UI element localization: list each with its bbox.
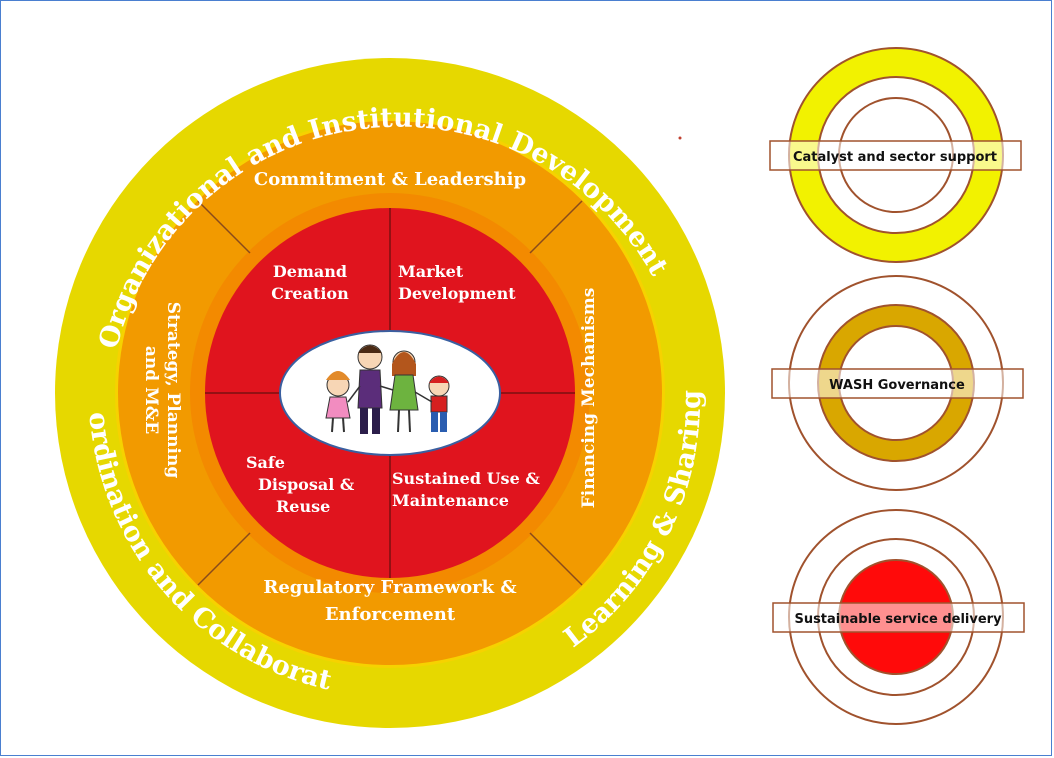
middle-ring-dividers [197, 200, 583, 586]
legend-service-delivery: Sustainable service delivery [772, 509, 1025, 725]
market-development-label-2: Development [398, 284, 516, 303]
legend-catalyst: Catalyst and sector support [769, 47, 1022, 263]
legend-governance: WASH Governance [771, 275, 1024, 491]
sustained-use-label-2: Maintenance [392, 491, 509, 510]
svg-text:Financing Mechanisms: Financing Mechanisms [579, 288, 599, 509]
legend-service-delivery-label: Sustainable service delivery [794, 612, 1002, 627]
demand-creation-label-2: Creation [271, 284, 349, 303]
legend-catalyst-label: Catalyst and sector support [793, 150, 997, 165]
safe-disposal-label-1: Safe [246, 453, 285, 472]
svg-text:Strategy, Planning: Strategy, Planning [163, 302, 183, 479]
sustained-use-label-1: Sustained Use & [392, 469, 540, 488]
strategy-planning-label: Strategy, Planning and M&E [141, 302, 183, 479]
svg-text:and M&E: and M&E [141, 346, 161, 434]
market-development-label-1: Market [398, 262, 464, 281]
commitment-leadership-label: Commitment & Leadership [254, 169, 526, 190]
financing-mechanisms-label: Financing Mechanisms [579, 288, 599, 509]
regulatory-framework-label: Regulatory Framework & [263, 577, 516, 598]
enforcement-label: Enforcement [325, 604, 456, 625]
family-icon [325, 344, 450, 434]
demand-creation-label-1: Demand [273, 262, 347, 281]
legend-governance-label: WASH Governance [829, 378, 965, 393]
safe-disposal-label-3: Reuse [276, 497, 330, 516]
center-ellipse [279, 330, 501, 456]
safe-disposal-label-2: Disposal & [258, 475, 355, 494]
stray-dot [678, 136, 682, 140]
